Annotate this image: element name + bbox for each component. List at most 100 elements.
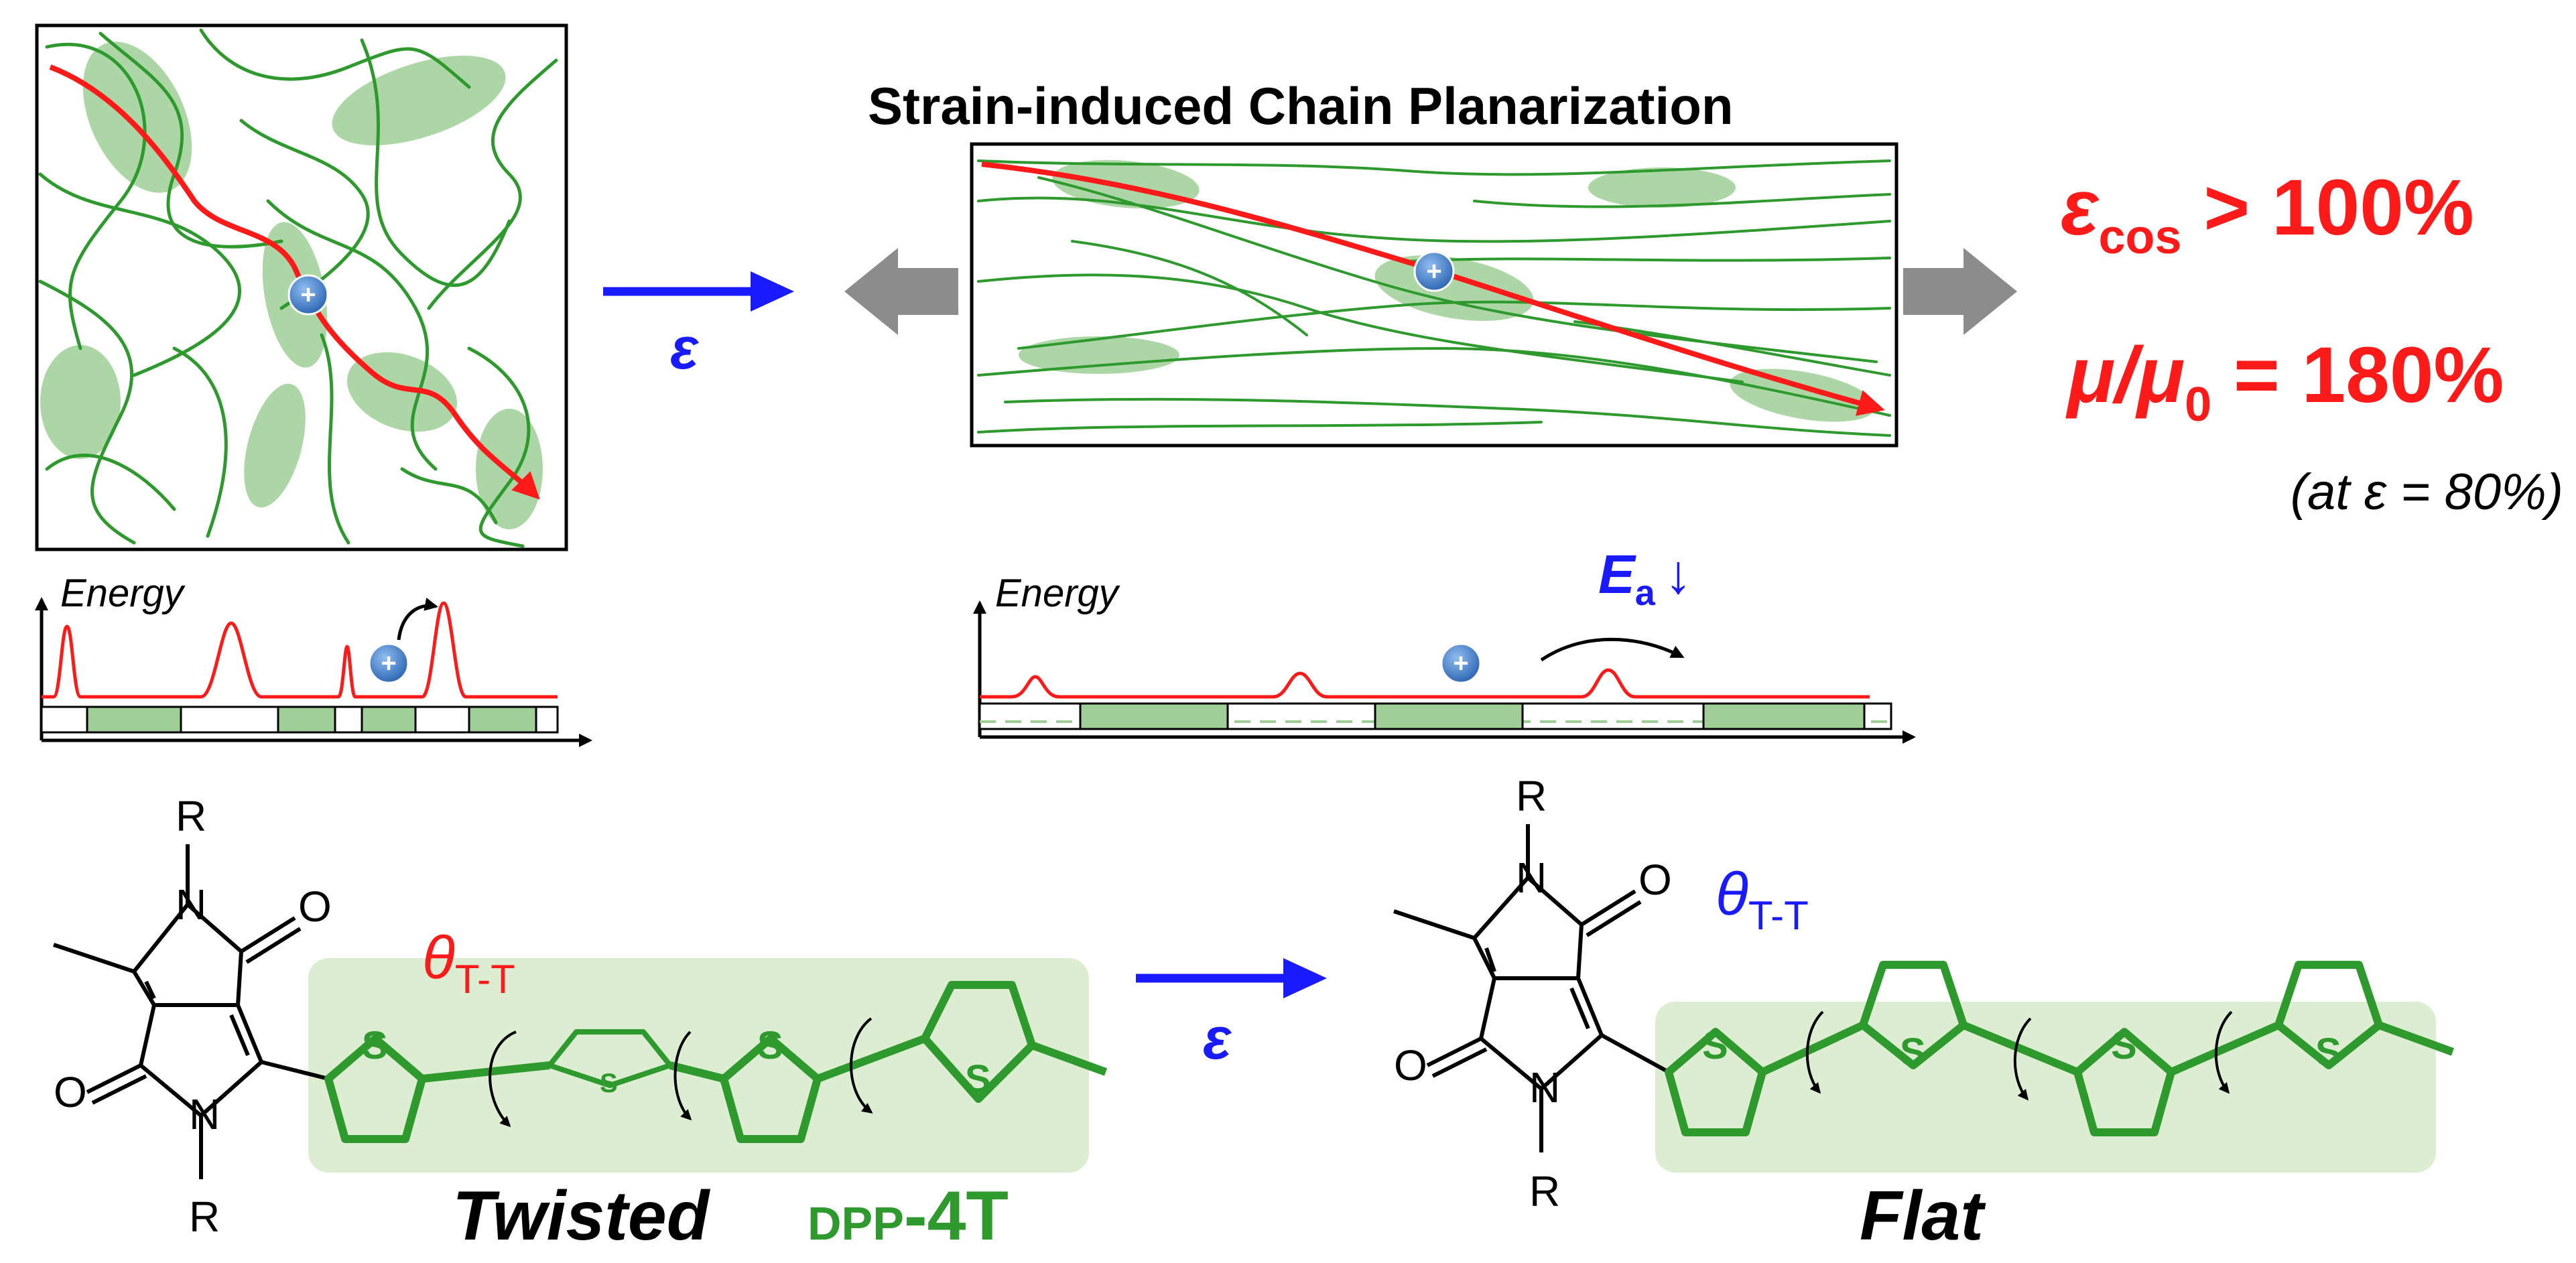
- dpp-upper-ring: [1472, 876, 1584, 980]
- methyl-bond: [53, 943, 135, 974]
- activation-energy-symbol: E: [1598, 544, 1636, 605]
- inter-ring-bond: [1961, 1021, 2079, 1076]
- torsion-arrow: [2013, 1017, 2032, 1101]
- terminal-methyl-bond: [1030, 1041, 1108, 1076]
- unstrained-film-panel: +: [35, 23, 568, 551]
- carbonyl-bond-top: [240, 916, 296, 953]
- polymer-chain: [1473, 193, 1891, 208]
- aggregate-sites: [86, 706, 537, 734]
- strain-arrow-bottom: ε: [1136, 958, 1327, 1071]
- polymer-chain: [320, 333, 350, 545]
- torsion-arrow: [850, 1017, 873, 1114]
- charge-carrier-circle: [368, 643, 409, 684]
- title: Strain-induced Chain Planarization: [868, 76, 1734, 135]
- polymer-chain: [977, 159, 1891, 176]
- polymer-chain: [38, 279, 136, 545]
- charge-carrier: +: [1413, 251, 1455, 292]
- dpp-double-bond: [229, 1014, 250, 1057]
- polymer-chain: [360, 38, 511, 287]
- polymer-chain: [1004, 397, 1891, 437]
- strain-arrow-top: ε: [603, 271, 794, 381]
- unstrained-energy-landscape: Energy +: [35, 572, 592, 747]
- carbonyl-bond-bottom: [1426, 1037, 1482, 1067]
- torsion-angle-subscript: T-T: [1748, 893, 1809, 938]
- core-to-thiophene-bond: [1600, 1033, 1670, 1074]
- aggregate-site: [277, 706, 336, 734]
- thiophene-ring: [2073, 1028, 2175, 1136]
- polymer-name: DPP-4T: [808, 1177, 1009, 1255]
- thiophene-ring: [547, 1029, 673, 1088]
- dpp-lower-ring: [139, 1003, 263, 1118]
- stretchability-symbol: ε: [2061, 163, 2100, 252]
- stretchability-subscript: cos: [2098, 210, 2181, 264]
- strained-energy-landscape: Energy + Ea↓: [973, 544, 1916, 744]
- charge-carrier-plus: +: [1453, 649, 1468, 678]
- aggregate-site: [86, 706, 182, 734]
- r-group-top: R: [176, 792, 206, 840]
- thiophene-ring: [324, 1035, 426, 1143]
- carbonyl-bond-top: [1580, 889, 1636, 927]
- charge-carrier-circle: [1440, 643, 1482, 684]
- twisted-state-label: Twisted: [452, 1177, 711, 1255]
- strain-arrow-head: [1283, 958, 1327, 998]
- polymer-chain: [427, 58, 558, 310]
- charge-carrier: +: [1440, 643, 1482, 684]
- hopping-arrow: [1540, 637, 1685, 662]
- inter-ring-bond: [422, 1061, 550, 1083]
- polymer-chain: [239, 119, 370, 310]
- polymer-chain: [45, 454, 176, 511]
- dpp-double-bond: [1569, 987, 1590, 1030]
- thiophene-rings: [324, 981, 1108, 1143]
- polymer-chain: [977, 421, 1543, 434]
- flat-molecule: R R N N O O S S S S θT-T Flat: [1393, 772, 2455, 1255]
- polymer-chain: [977, 346, 1891, 417]
- torsion-arrow: [2214, 1010, 2233, 1094]
- charge-carrier: +: [287, 274, 329, 316]
- sulfur-atom: S: [965, 1057, 991, 1101]
- mobility-result: μ/μ0 = 180%: [2065, 331, 2504, 431]
- inter-ring-bond: [1760, 1021, 1865, 1076]
- torsion-arrows: [1805, 1010, 2233, 1101]
- aggregate-domain: [332, 56, 506, 145]
- mobility-value: = 180%: [2211, 331, 2504, 419]
- aggregate-sites: [1079, 702, 1866, 730]
- aggregate-domain: [1588, 168, 1736, 208]
- pull-arrows: [844, 248, 2017, 335]
- nitrogen-bottom: N: [1529, 1063, 1560, 1112]
- twisted-molecule: R R N N O O S S S S θT-T Twisted DPP-4T: [53, 792, 1108, 1255]
- polymer-name-suffix: -4T: [904, 1177, 1009, 1255]
- dpp-upper-ring: [132, 903, 243, 1007]
- polymer-chain: [1017, 300, 1891, 350]
- dpp-core: [53, 844, 329, 1179]
- polymer-chain: [199, 28, 471, 89]
- polymer-chain: [45, 42, 147, 350]
- aggregate-site: [468, 706, 537, 734]
- thiophene-highlight-box: [1655, 1002, 2436, 1173]
- carbonyl-bond-top-2: [1586, 900, 1642, 937]
- strain-condition: (at ε = 80%): [2291, 464, 2563, 521]
- charge-carrier-circle: [1413, 251, 1455, 292]
- r-group-bottom: R: [1529, 1167, 1560, 1215]
- inter-ring-bond: [669, 1061, 725, 1083]
- aggregate-site: [1702, 702, 1866, 730]
- strain-symbol-bottom: ε: [1203, 1005, 1232, 1071]
- strain-arrow-head: [751, 271, 794, 312]
- strain-symbol-top: ε: [670, 315, 699, 381]
- charge-carrier-plus: +: [300, 280, 316, 310]
- sulfur-atom: S: [2111, 1024, 2137, 1067]
- energy-axis-label: Energy: [60, 572, 186, 615]
- strained-film-panel: +: [970, 142, 1898, 448]
- nitrogen-top: N: [1516, 854, 1547, 902]
- activation-energy-subscript: a: [1635, 573, 1656, 613]
- carbonyl-bond-top-2: [245, 927, 302, 964]
- torsion-arrow: [1805, 1010, 1824, 1094]
- polymer-chain: [400, 467, 498, 525]
- stretchability-result: εcos > 100%: [2061, 163, 2474, 264]
- sulfur-atom: S: [362, 1024, 388, 1067]
- aggregate-domain: [40, 345, 121, 459]
- polymer-chain: [38, 172, 241, 377]
- polymer-chains: [977, 159, 1891, 437]
- aggregate-domain: [1019, 336, 1179, 374]
- energy-profile: [42, 601, 558, 699]
- sulfur-atom: S: [1900, 1031, 1926, 1074]
